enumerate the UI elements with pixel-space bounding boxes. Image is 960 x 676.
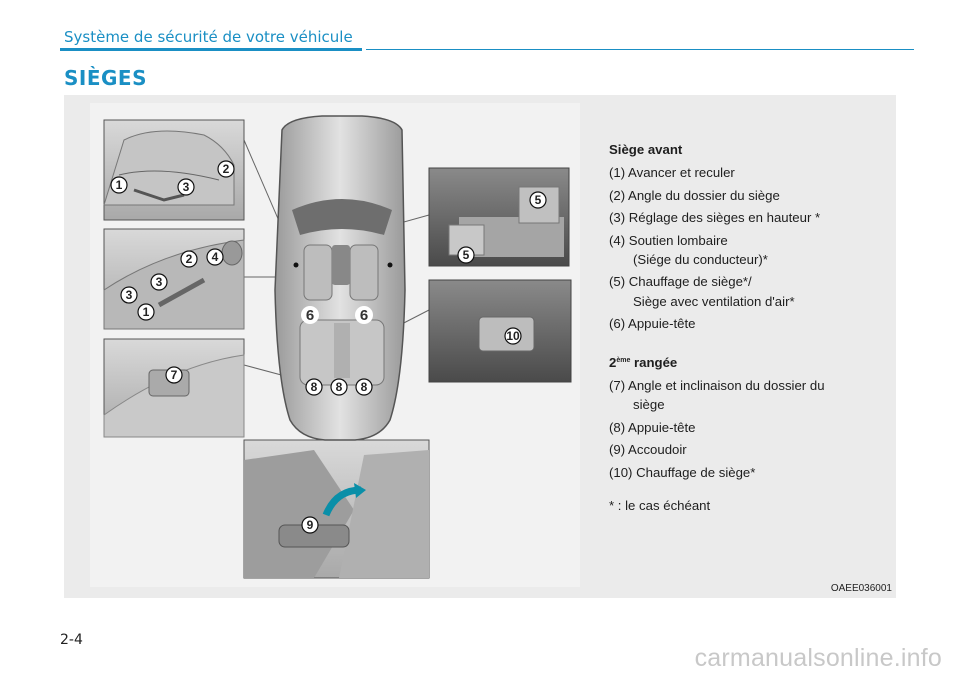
car-top-view: 6 6 8 8 8 <box>274 115 406 441</box>
svg-text:3: 3 <box>126 288 133 302</box>
legend-item: (2) Angle du dossier du siège <box>609 187 780 203</box>
svg-text:10: 10 <box>506 329 520 343</box>
panel-seat-levers: 1 2 3 <box>103 119 245 221</box>
svg-text:8: 8 <box>361 380 368 394</box>
header-rule-thin <box>366 49 914 50</box>
legend-item: (10) Chauffage de siège* <box>609 464 756 480</box>
svg-text:1: 1 <box>143 305 150 319</box>
svg-text:3: 3 <box>156 275 163 289</box>
legend-item: (9) Accoudoir <box>609 442 687 458</box>
legend-item: (7) Angle et inclinaison du dossier du s… <box>609 378 825 413</box>
svg-text:5: 5 <box>463 248 470 262</box>
svg-text:6: 6 <box>360 307 368 324</box>
svg-text:4: 4 <box>212 250 219 264</box>
legend-heading-front: Siège avant <box>609 142 683 157</box>
svg-text:9: 9 <box>307 518 314 532</box>
svg-text:2: 2 <box>186 252 193 266</box>
watermark: carmanualsonline.info <box>694 644 942 672</box>
panel-power-switches: 1 2 3 3 4 <box>103 228 245 330</box>
svg-text:2: 2 <box>223 162 230 176</box>
legend-item: (1) Avancer et reculer <box>609 165 735 181</box>
svg-text:1: 1 <box>116 178 123 192</box>
legend-item: (5) Chauffage de siège*/ Siège avec vent… <box>609 274 795 309</box>
legend-heading-rear: 2ème rangée <box>609 354 678 370</box>
figure-code: OAEE036001 <box>830 583 892 594</box>
svg-text:5: 5 <box>535 193 542 207</box>
header-rule-thick <box>60 48 362 51</box>
legend-item: (4) Soutien lombaire (Siége du conducteu… <box>609 232 768 268</box>
panel-rear-recline: 7 <box>103 338 245 438</box>
svg-text:3: 3 <box>183 180 190 194</box>
panel-rear-heater-switch: 10 <box>428 279 572 383</box>
page-number: 2-4 <box>60 632 83 648</box>
panel-rear-armrest: 9 <box>243 439 430 579</box>
legend-footnote: * : le cas échéant <box>609 498 711 514</box>
svg-text:6: 6 <box>306 307 314 324</box>
svg-text:8: 8 <box>311 380 318 394</box>
panel-heater-switches: 5 5 <box>428 167 570 267</box>
svg-text:7: 7 <box>171 368 178 382</box>
legend-item: (8) Appuie-tête <box>609 419 696 435</box>
seat-figure: 1 2 3 1 2 3 3 4 7 <box>64 95 896 598</box>
seat-illustration: 1 2 3 1 2 3 3 4 7 <box>90 103 580 587</box>
legend-item: (6) Appuie-tête <box>609 316 696 332</box>
svg-text:8: 8 <box>336 380 343 394</box>
section-header: Système de sécurité de votre véhicule <box>64 28 353 46</box>
legend-item: (3) Réglage des sièges en hauteur * <box>609 210 821 226</box>
seat-legend: Siège avant (1) Avancer et reculer (2) A… <box>609 140 889 516</box>
page-title: SIÈGES <box>64 66 147 90</box>
